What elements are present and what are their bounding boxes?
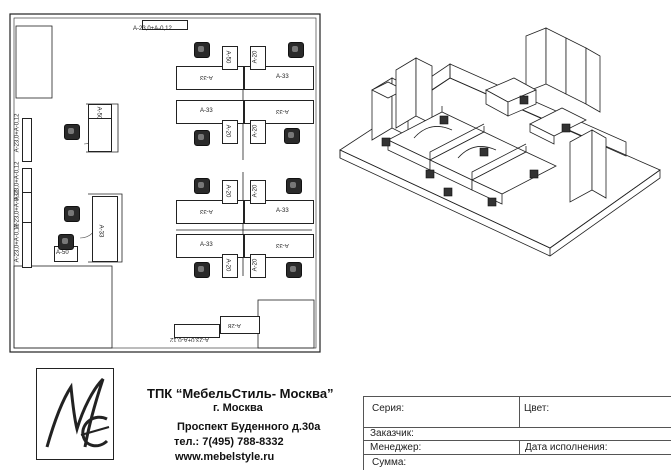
desk-a28 <box>220 316 260 334</box>
chair-cluster-7 <box>194 262 210 278</box>
desk-cluster-7-label: A-33 <box>200 242 213 248</box>
company-name: ТПК “МебельСтиль- Москва” <box>147 386 334 401</box>
form-column-divider-2 <box>519 440 520 454</box>
chair-left-1 <box>64 124 80 140</box>
color-label: Цвет: <box>524 403 550 414</box>
window-left-1 <box>22 118 32 162</box>
desk-cluster-4 <box>244 100 314 124</box>
desk-cluster-6-label: A-33 <box>276 208 289 214</box>
desk-a33-left <box>92 196 118 262</box>
desk-a33-left-label: A-33 <box>97 224 104 238</box>
form-divider-2 <box>364 440 671 441</box>
company-website: www.mebelstyle.ru <box>175 451 275 463</box>
desk-cluster-3-label: A-33 <box>200 108 213 114</box>
window-left-4-label: A-23,0+A-0,12 <box>14 223 21 263</box>
window-top <box>142 20 188 30</box>
form-column-divider <box>519 397 520 427</box>
window-left-1-label: A-23,0+A-0,12 <box>14 113 21 153</box>
chair-cluster-6 <box>286 178 302 194</box>
chair-cluster-5 <box>194 178 210 194</box>
sum-label: Сумма: <box>372 457 407 468</box>
desk-cluster-2-label: A-33 <box>276 74 289 80</box>
desk-a28-label: A-28 <box>228 322 241 328</box>
completion-date-label: Дата исполнения: <box>525 442 608 453</box>
desk-cluster-8-label: A-33 <box>276 242 289 248</box>
desk-cluster-1-label: A-33 <box>200 74 213 80</box>
desk-cluster-4-label: A-33 <box>276 108 289 114</box>
chair-cluster-2 <box>288 42 304 58</box>
chair-cluster-3 <box>194 130 210 146</box>
desk-pedestal-1 <box>222 46 238 70</box>
desk-pedestal-2-label: A-20 <box>252 50 259 64</box>
window-top-label: A-23,0+A-0,12 <box>133 26 172 32</box>
company-logo <box>36 368 114 460</box>
desk-pedestal-7-label: A-20 <box>224 258 231 272</box>
desk-pedestal-3-label: A-20 <box>224 124 231 138</box>
form-divider-3 <box>364 454 671 455</box>
order-form: Серия: Цвет: Заказчик: Менеджер: Дата ис… <box>363 396 671 470</box>
company-city: г. Москва <box>213 402 263 414</box>
desk-pedestal-5 <box>222 180 238 204</box>
window-left-4 <box>22 222 32 268</box>
chair-left-2 <box>64 206 80 222</box>
desk-pedestal-6-label: A-20 <box>252 184 259 198</box>
desk-cluster-5-label: A-33 <box>200 208 213 214</box>
desk-cluster-5 <box>176 200 244 224</box>
desk-pedestal-8 <box>250 254 266 278</box>
desk-cluster-2 <box>244 66 314 90</box>
floor-plan-walls <box>9 13 321 353</box>
window-bottom <box>174 324 220 338</box>
desk-pedestal-1-label: A-50 <box>224 50 231 64</box>
desk-pedestal-4-label: A-20 <box>252 124 259 138</box>
desk-a50-bottom-left-label: A-50 <box>56 250 69 256</box>
customer-label: Заказчик: <box>370 428 414 439</box>
desk-pedestal-3 <box>222 120 238 144</box>
floor-plan: A-23,0+A-0,12 A-23,0+A-0,12 A-23,0+A-0,1… <box>0 0 330 360</box>
desk-pedestal-8-label: A-20 <box>252 258 259 272</box>
chair-cluster-1 <box>194 42 210 58</box>
form-divider-1 <box>364 427 671 428</box>
desk-pedestal-7 <box>222 254 238 278</box>
company-phone: тел.: 7(495) 788-8332 <box>174 436 284 448</box>
manager-label: Менеджер: <box>370 442 422 453</box>
desk-pedestal-6 <box>250 180 266 204</box>
desk-a3-left <box>88 118 112 152</box>
desk-cluster-1 <box>176 66 244 90</box>
desk-cluster-6 <box>244 200 314 224</box>
chair-cluster-4 <box>284 128 300 144</box>
isometric-view <box>330 20 670 260</box>
desk-pedestal-5-label: A-20 <box>224 184 231 198</box>
isometric-drawing <box>339 27 661 257</box>
window-bottom-label: A-23,0+A-0,12 <box>170 336 209 342</box>
logo-graphic <box>45 377 110 448</box>
series-label: Серия: <box>372 403 405 414</box>
desk-pedestal-4 <box>250 120 266 144</box>
chair-left-3 <box>58 234 74 250</box>
company-address: Проспект Буденного д.30а <box>177 421 321 433</box>
desk-pedestal-2 <box>250 46 266 70</box>
chair-cluster-8 <box>286 262 302 278</box>
